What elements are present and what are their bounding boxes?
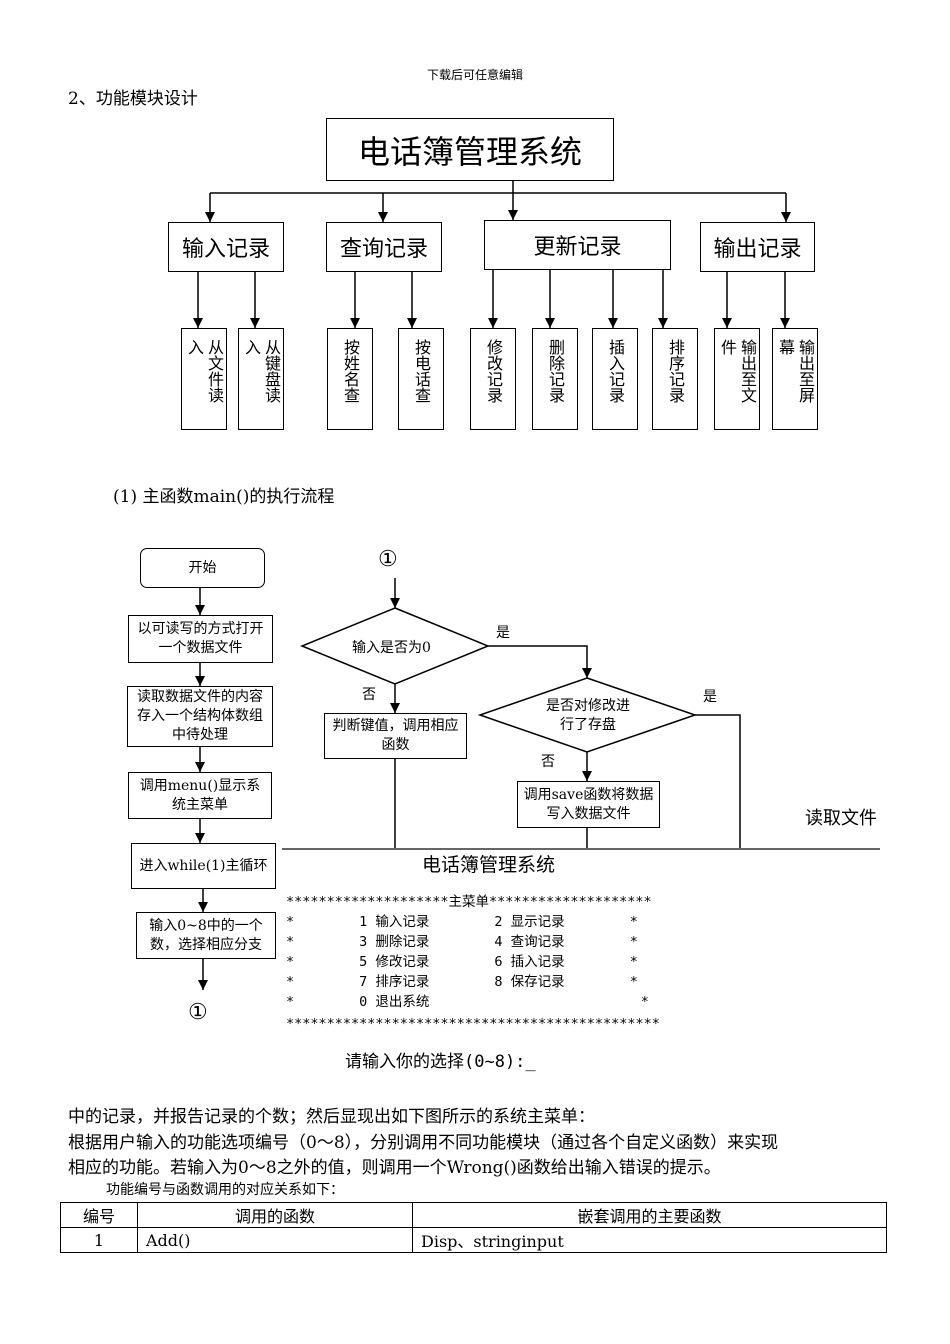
flow-judge-key: 判断键值，调用相应函数 [324,713,467,759]
leaf-box: 修改记录 [470,328,516,430]
label-no: 否 [362,687,376,703]
connector-bottom: ① [188,1000,208,1025]
table-header-row: 编号 调用的函数 嵌套调用的主要函数 [60,1202,887,1228]
leaf-box: 按姓名查 [327,328,373,430]
module-query: 查询记录 [326,222,442,272]
leaf-label: 插入记录 [606,339,625,403]
console-line: ****************************************… [286,1016,660,1032]
decision-is-zero: 输入是否为0 [352,640,431,656]
console-title: 电话簿管理系统 [422,854,556,876]
console-line: * 1 输入记录 2 显示记录 * [286,914,638,930]
leaf-label: 输出至文件 [718,339,757,403]
leaf-box: 插入记录 [592,328,638,430]
flow-start: 开始 [140,548,265,588]
leaf-box: 输出至屏幕 [772,328,818,430]
cell-function: Add() [137,1227,413,1253]
flow-save: 调用save函数将数据写入数据文件 [517,781,660,828]
body-line: 中的记录，并报告记录的个数；然后显现出如下图所示的系统主菜单： [68,1107,595,1127]
console-screenshot: 电话簿管理系统 ********************主菜单*********… [282,848,880,1080]
leaf-box: 从文件读入 [181,328,227,430]
leaf-label: 从文件读入 [185,339,224,403]
console-line: * 7 排序记录 8 保存记录 * [286,974,638,990]
console-line: * 0 退出系统 * [286,994,649,1010]
leaf-box: 排序记录 [652,328,698,430]
flow-title: (1) 主函数main()的执行流程 [113,487,335,507]
leaf-label: 按姓名查 [341,339,360,403]
header-number: 编号 [60,1202,138,1228]
module-input: 输入记录 [168,222,284,272]
console-line: ********************主菜单*****************… [286,894,652,910]
decision-saved: 是否对修改进行了存盘 [546,698,630,733]
label-yes: 是 [496,625,510,641]
module-output: 输出记录 [700,222,815,272]
console-line: * 5 修改记录 6 插入记录 * [286,954,638,970]
leaf-box: 输出至文件 [714,328,760,430]
console-line: * 3 删除记录 4 查询记录 * [286,934,638,950]
body-line: 根据用户输入的功能选项编号（0～8），分别调用不同功能模块（通过各个自定义函数）… [68,1133,779,1153]
module-update: 更新记录 [484,220,671,270]
section-title: 2、功能模块设计 [68,89,198,109]
flow-loop: 进入while(1)主循环 [131,843,276,889]
function-table: 编号 调用的函数 嵌套调用的主要函数 1 Add() Disp、stringin… [60,1202,887,1253]
flow-open-file: 以可读写的方式打开一个数据文件 [128,615,273,663]
leaf-label: 按电话查 [412,339,431,403]
flow-show-menu: 调用menu()显示系统主菜单 [128,772,272,819]
leaf-label: 排序记录 [666,339,685,403]
header-function: 调用的函数 [137,1202,413,1228]
tree-root: 电话簿管理系统 [326,118,614,181]
header-nested: 嵌套调用的主要函数 [412,1202,887,1228]
cell-nested: Disp、stringinput [412,1227,887,1253]
leaf-label: 输出至屏幕 [776,339,815,403]
label-no-2: 否 [541,754,555,770]
leaf-box: 删除记录 [532,328,578,430]
connector-top: ① [378,547,398,572]
leaf-box: 按电话查 [398,328,444,430]
table-row: 1 Add() Disp、stringinput [60,1227,887,1253]
flow-input-choice: 输入0~8中的一个数，选择相应分支 [136,912,276,959]
flow-read-data: 读取数据文件的内容存入一个结构体数组中待处理 [127,686,273,747]
page-header: 下载后可任意编辑 [426,68,523,82]
leaf-label: 修改记录 [484,339,503,403]
leaf-box: 从键盘读入 [238,328,284,430]
leaf-label: 从键盘读入 [242,339,281,403]
label-yes-2: 是 [703,689,717,705]
leaf-label: 删除记录 [546,339,565,403]
cell-number: 1 [60,1227,138,1253]
console-prompt: 请输入你的选择(0~8):_ [345,1052,536,1072]
side-text: 读取文件 [805,808,877,829]
table-caption: 功能编号与函数调用的对应关系如下： [106,1182,344,1198]
body-line: 相应的功能。若输入为0～8之外的值，则调用一个Wrong()函数给出输入错误的提… [68,1158,721,1178]
